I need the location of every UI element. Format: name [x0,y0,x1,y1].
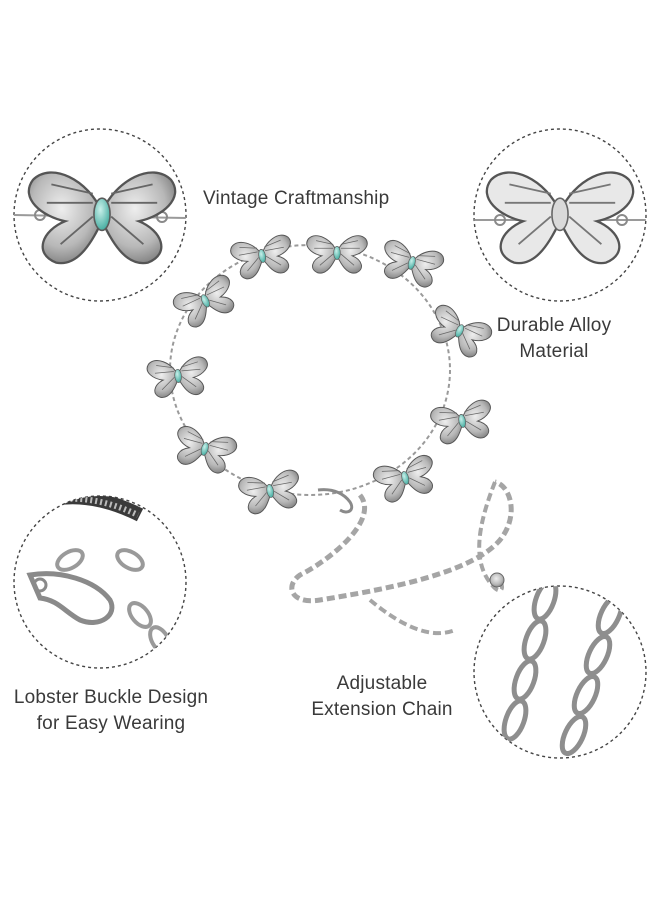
durable-alloy-line2: Material [519,341,589,362]
butterfly-belt-image [145,233,514,636]
vintage-craftmanship-label: Vintage Craftmanship [203,188,390,209]
durable-alloy-label: Durable Alloy Material [494,313,614,365]
extension-chain-line1: Adjustable [336,673,428,694]
chain-links-image [473,585,647,759]
lobster-clasp-image [13,495,187,669]
lobster-buckle-line2: for Easy Wearing [36,713,186,734]
lobster-buckle-line1: Lobster Buckle Design [13,687,209,708]
extension-chain-label: Adjustable Extension Chain [302,671,462,723]
durable-alloy-line1: Durable Alloy [496,315,612,336]
extension-chain-line2: Extension Chain [311,699,453,720]
butterfly-pendant-image [13,128,187,302]
butterfly-back-image [473,128,647,302]
lobster-buckle-label: Lobster Buckle Design for Easy Wearing [4,685,218,737]
